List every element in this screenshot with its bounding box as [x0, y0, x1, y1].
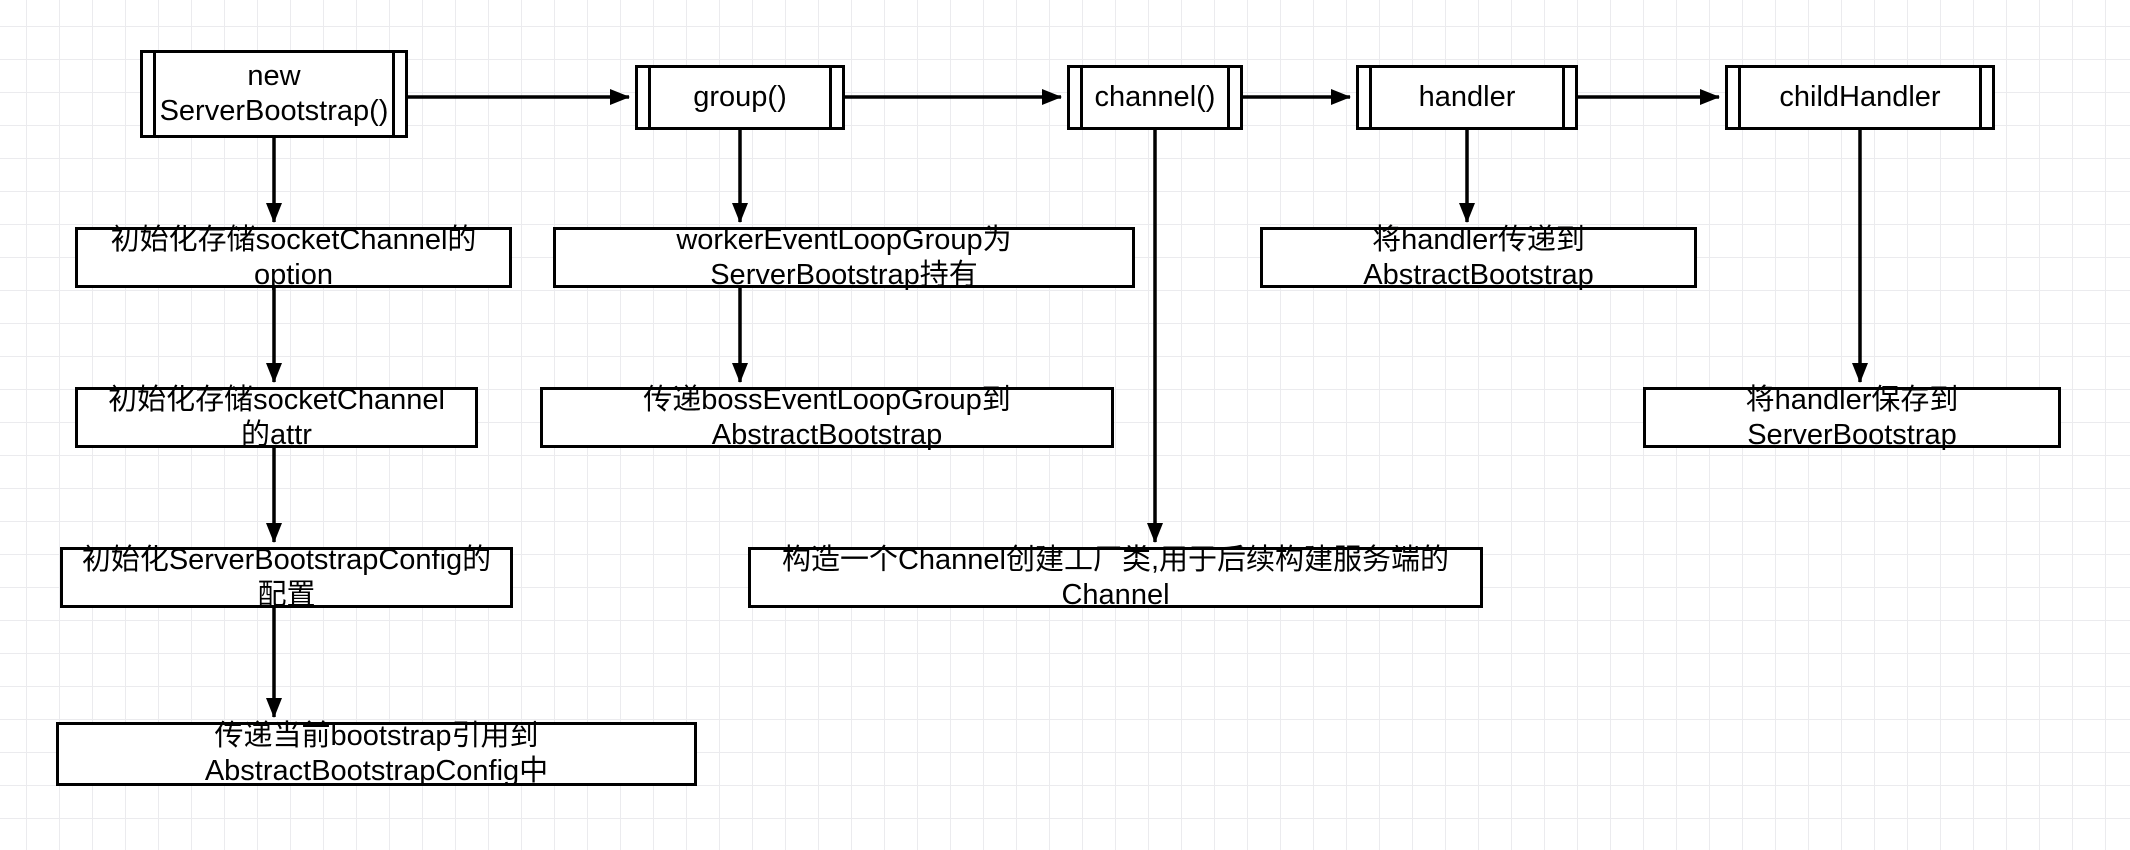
node-label: handler	[1418, 81, 1516, 114]
node-channel[interactable]: channel()	[1067, 65, 1243, 130]
node-label: 将handler传递到AbstractBootstrap	[1363, 223, 1594, 291]
node-label: 初始化ServerBootstrapConfig的配置	[81, 543, 492, 611]
node-new-serverbootstrap[interactable]: new ServerBootstrap()	[140, 50, 408, 138]
node-pass-boss-group[interactable]: 传递bossEventLoopGroup到AbstractBootstrap	[540, 384, 1114, 451]
node-init-config[interactable]: 初始化ServerBootstrapConfig的配置	[60, 544, 513, 611]
node-label: group()	[693, 81, 787, 114]
node-init-option[interactable]: 初始化存储socketChannel的option	[75, 224, 512, 291]
node-label: 将handler保存到ServerBootstrap	[1745, 383, 1959, 451]
node-label: channel()	[1094, 81, 1216, 114]
node-label: 传递当前bootstrap引用到AbstractBootstrapConfig中	[204, 720, 549, 787]
node-label: 构造一个Channel创建工厂类,用于后续构建服务端的Channel	[781, 543, 1450, 611]
node-group[interactable]: group()	[635, 65, 845, 130]
node-handler[interactable]: handler	[1356, 65, 1578, 130]
node-label: workerEventLoopGroup为ServerBootstrap持有	[676, 223, 1012, 291]
node-label: 初始化存储socketChannel的option	[110, 223, 477, 291]
node-label: 传递bossEventLoopGroup到AbstractBootstrap	[643, 383, 1011, 451]
node-channel-factory[interactable]: 构造一个Channel创建工厂类,用于后续构建服务端的Channel	[748, 544, 1483, 611]
node-label: 初始化存储socketChannel的attr	[108, 383, 445, 451]
node-worker-group-held[interactable]: workerEventLoopGroup为ServerBootstrap持有	[553, 224, 1135, 291]
node-pass-handler[interactable]: 将handler传递到AbstractBootstrap	[1260, 224, 1697, 291]
node-label: new ServerBootstrap()	[159, 60, 389, 127]
node-childhandler[interactable]: childHandler	[1725, 65, 1995, 130]
node-save-handler[interactable]: 将handler保存到ServerBootstrap	[1643, 384, 2061, 451]
node-label: childHandler	[1779, 81, 1941, 114]
node-init-attr[interactable]: 初始化存储socketChannel的attr	[75, 384, 478, 451]
node-pass-bootstrap-ref[interactable]: 传递当前bootstrap引用到AbstractBootstrapConfig中	[56, 720, 697, 787]
